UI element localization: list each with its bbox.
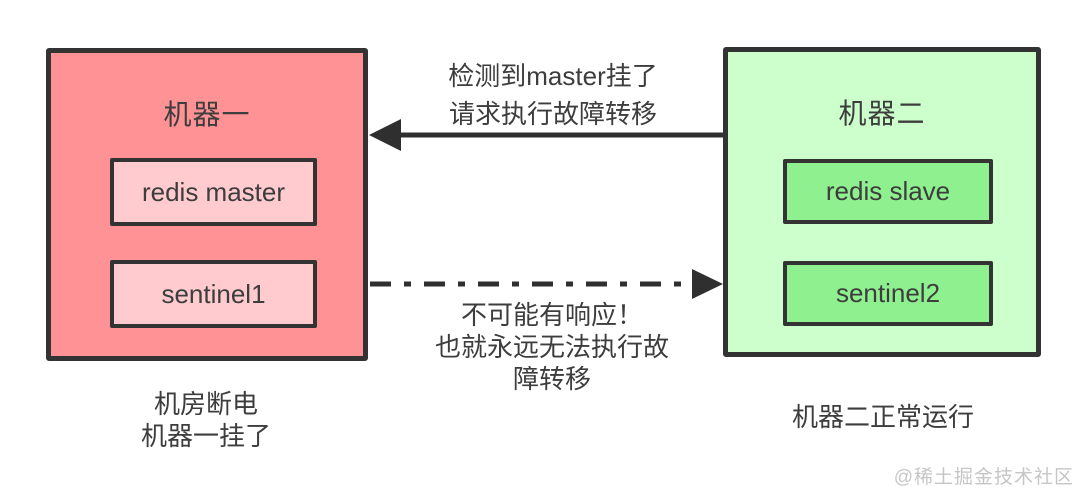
- no-response-label-line1: 不可能有响应！: [460, 300, 643, 330]
- failover-request-arrow: [369, 119, 723, 151]
- sentinel1-node: sentinel1: [110, 260, 317, 328]
- machine1-caption: 机房断电 机器一挂了: [76, 388, 336, 452]
- machine2-box: 机器二 redis slave sentinel2: [723, 47, 1041, 357]
- no-response-label: 不可能有响应！ 也就永远无法执行故 障转移: [387, 299, 717, 395]
- machine1-caption-line1: 机房断电: [153, 389, 258, 419]
- no-response-arrow: [370, 269, 723, 299]
- redis-master-node: redis master: [110, 158, 317, 226]
- machine1-title: 机器一: [163, 99, 251, 130]
- failover-request-label-line2: 请求执行故障转移: [448, 99, 657, 129]
- sentinel2-node: sentinel2: [783, 261, 993, 326]
- failover-request-label-line1: 检测到master挂了: [448, 61, 658, 91]
- watermark: @稀土掘金技术社区: [893, 467, 1074, 488]
- no-response-label-line2: 也就永远无法执行故: [434, 332, 669, 362]
- machine2-caption: 机器二正常运行: [791, 402, 974, 432]
- no-response-label-line3: 障转移: [512, 364, 591, 394]
- redis-slave-node: redis slave: [783, 159, 993, 224]
- machine1-box: 机器一 redis master sentinel1: [46, 48, 368, 361]
- failover-request-label: 检测到master挂了 请求执行故障转移: [388, 57, 718, 133]
- machine2-title: 机器二: [838, 98, 926, 129]
- machine1-caption-line2: 机器一挂了: [140, 421, 271, 451]
